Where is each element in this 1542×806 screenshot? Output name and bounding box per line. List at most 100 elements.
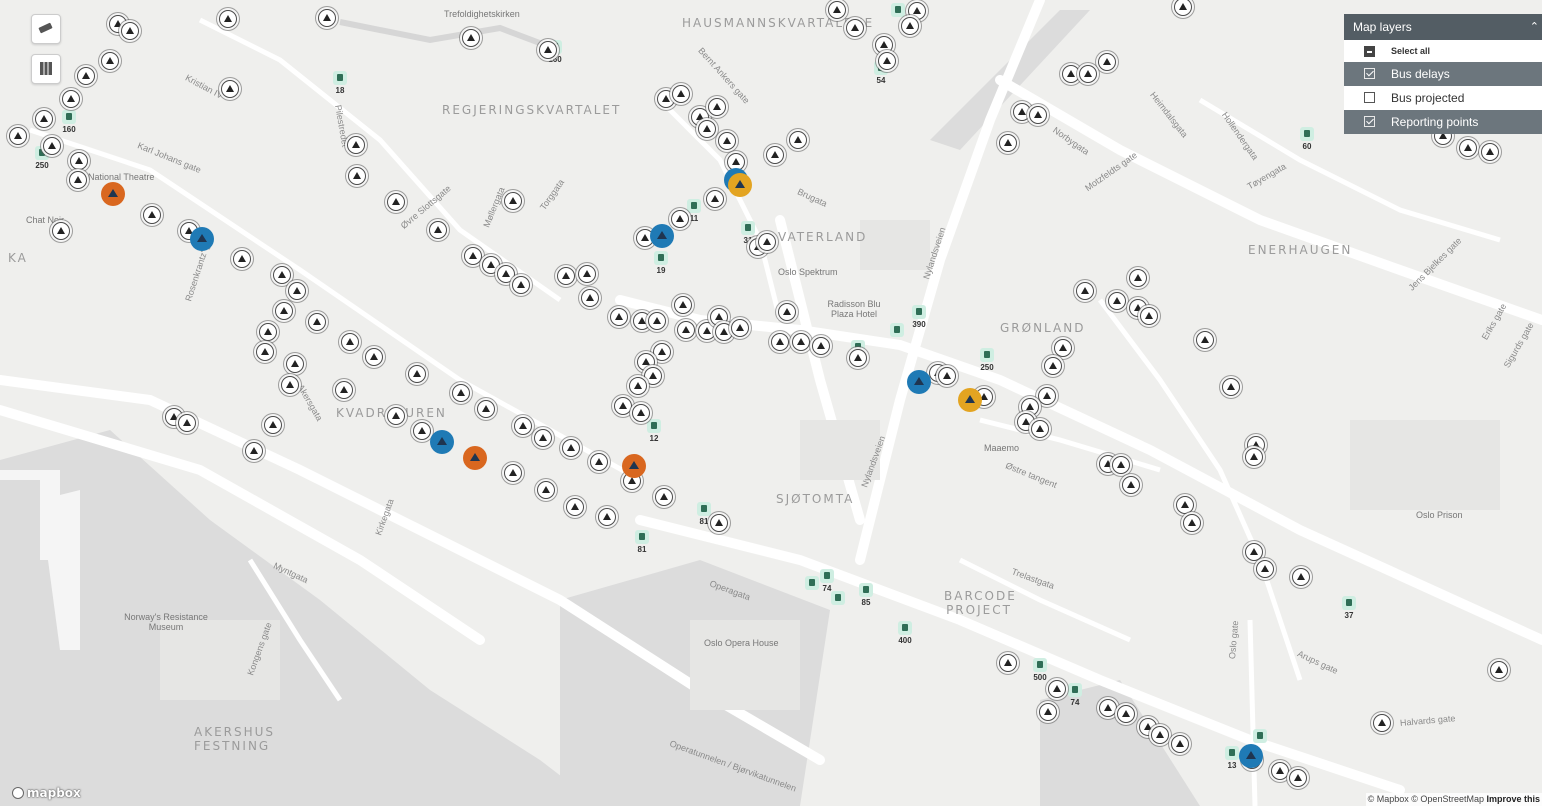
reporting-point-icon[interactable] [1292, 568, 1310, 586]
bus-stop-icon[interactable]: 37 [1342, 596, 1356, 620]
reporting-point-icon[interactable] [598, 508, 616, 526]
attribution-osm[interactable]: © OpenStreetMap [1411, 794, 1484, 804]
reporting-point-icon[interactable] [778, 303, 796, 321]
reporting-point-icon[interactable] [644, 367, 662, 385]
bus-stop-icon[interactable]: 60 [1300, 127, 1314, 151]
reporting-point-icon[interactable] [566, 498, 584, 516]
bus-stop-icon[interactable]: 400 [898, 621, 912, 645]
reporting-point-icon[interactable] [143, 206, 161, 224]
reporting-point-icon[interactable] [43, 137, 61, 155]
reporting-point-icon[interactable] [347, 136, 365, 154]
reporting-point-icon[interactable] [674, 296, 692, 314]
reporting-point-icon[interactable] [318, 9, 336, 27]
reporting-point-icon[interactable] [69, 171, 87, 189]
bus-stop-icon[interactable] [1253, 729, 1267, 743]
reporting-point-icon[interactable] [413, 422, 431, 440]
bus-stop-icon[interactable]: 81 [697, 502, 711, 526]
reporting-point-icon[interactable] [1183, 514, 1201, 532]
reporting-point-icon[interactable] [1076, 282, 1094, 300]
reporting-point-icon[interactable] [387, 407, 405, 425]
reporting-point-icon[interactable] [578, 265, 596, 283]
bus-stop-icon[interactable]: 74 [1068, 683, 1082, 707]
reporting-point-icon[interactable] [648, 312, 666, 330]
reporting-point-icon[interactable] [557, 267, 575, 285]
bus-stop-icon[interactable]: 13 [1225, 746, 1239, 770]
layer-reporting-points[interactable]: Reporting points [1344, 110, 1542, 134]
reporting-point-icon[interactable] [1490, 661, 1508, 679]
indeterminate-checkbox[interactable] [1364, 46, 1375, 57]
reporting-point-icon[interactable] [1271, 762, 1289, 780]
mapbox-logo[interactable]: mapbox [12, 785, 81, 801]
reporting-point-icon[interactable] [908, 2, 926, 20]
reporting-point-icon[interactable] [771, 333, 789, 351]
reporting-point-icon[interactable] [62, 90, 80, 108]
reporting-point-icon[interactable] [256, 343, 274, 361]
bus-delay-marker[interactable] [190, 227, 214, 251]
reporting-point-icon[interactable] [614, 397, 632, 415]
reporting-point-icon[interactable] [1222, 378, 1240, 396]
bus-stop-icon[interactable]: 500 [1033, 658, 1047, 682]
reporting-point-icon[interactable] [288, 282, 306, 300]
reporting-point-icon[interactable] [281, 376, 299, 394]
reporting-point-icon[interactable] [710, 514, 728, 532]
reporting-point-icon[interactable] [429, 221, 447, 239]
reporting-point-icon[interactable] [512, 276, 530, 294]
chevron-up-icon[interactable]: ⌃ [1529, 21, 1539, 33]
reporting-point-icon[interactable] [708, 98, 726, 116]
reporting-point-icon[interactable] [1031, 420, 1049, 438]
reporting-point-icon[interactable] [497, 265, 515, 283]
reporting-point-icon[interactable] [70, 152, 88, 170]
reporting-point-icon[interactable] [792, 333, 810, 351]
reporting-point-icon[interactable] [698, 322, 716, 340]
reporting-point-icon[interactable] [698, 120, 716, 138]
reporting-point-icon[interactable] [462, 29, 480, 47]
reporting-point-icon[interactable] [610, 308, 628, 326]
reporting-point-icon[interactable] [35, 110, 53, 128]
reporting-point-icon[interactable] [121, 22, 139, 40]
reporting-point-icon[interactable] [275, 302, 293, 320]
bus-stop-icon[interactable]: 12 [647, 419, 661, 443]
reporting-point-icon[interactable] [1140, 307, 1158, 325]
reporting-point-icon[interactable] [562, 439, 580, 457]
bus-stop-icon[interactable]: 18 [333, 71, 347, 95]
reporting-point-icon[interactable] [849, 349, 867, 367]
reporting-point-icon[interactable] [504, 192, 522, 210]
reporting-point-icon[interactable] [273, 266, 291, 284]
reporting-point-icon[interactable] [1151, 726, 1169, 744]
reporting-point-icon[interactable] [1079, 65, 1097, 83]
reporting-point-icon[interactable] [758, 233, 776, 251]
reporting-point-icon[interactable] [1245, 448, 1263, 466]
reporting-point-icon[interactable] [875, 36, 893, 54]
layer-bus-projected[interactable]: Bus projected [1344, 86, 1542, 110]
reporting-point-icon[interactable] [677, 321, 695, 339]
reporting-point-icon[interactable] [999, 654, 1017, 672]
select-all-checkbox[interactable]: Select all [1344, 40, 1542, 62]
reporting-point-icon[interactable] [789, 131, 807, 149]
reporting-point-icon[interactable] [539, 41, 557, 59]
reporting-point-icon[interactable] [1112, 456, 1130, 474]
bus-stop-icon[interactable]: 81 [635, 530, 649, 554]
checkbox-bus-projected[interactable] [1364, 92, 1375, 103]
ruler-icon[interactable] [31, 14, 61, 44]
reporting-point-icon[interactable] [308, 313, 326, 331]
checkbox-bus-delays[interactable] [1364, 68, 1375, 79]
bus-delay-marker[interactable] [430, 430, 454, 454]
reporting-point-icon[interactable] [1117, 705, 1135, 723]
bus-delay-marker[interactable] [907, 370, 931, 394]
bus-stop-icon[interactable]: 11 [687, 199, 701, 223]
bus-stop-icon[interactable]: 85 [859, 583, 873, 607]
reporting-point-icon[interactable] [1373, 714, 1391, 732]
reporting-point-icon[interactable] [464, 247, 482, 265]
reporting-point-icon[interactable] [1108, 292, 1126, 310]
reporting-point-icon[interactable] [1481, 143, 1499, 161]
reporting-point-icon[interactable] [1098, 53, 1116, 71]
reporting-point-icon[interactable] [77, 67, 95, 85]
bus-stop-icon[interactable]: 19 [654, 251, 668, 275]
reporting-point-icon[interactable] [878, 52, 896, 70]
bus-stop-icon[interactable]: 160 [62, 110, 76, 134]
reporting-point-icon[interactable] [514, 417, 532, 435]
reporting-point-icon[interactable] [286, 355, 304, 373]
reporting-point-icon[interactable] [1171, 735, 1189, 753]
reporting-point-icon[interactable] [766, 146, 784, 164]
